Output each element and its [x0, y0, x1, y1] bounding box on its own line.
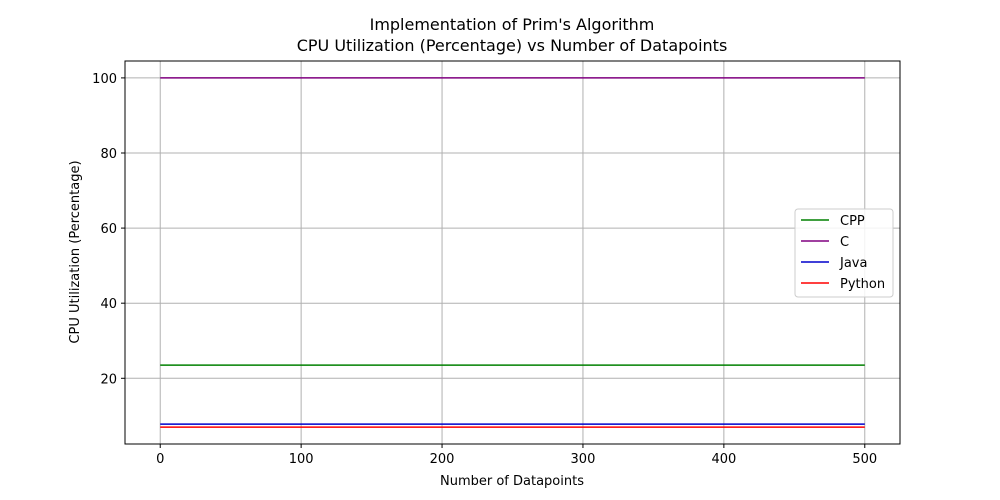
x-tick-label: 0: [156, 452, 164, 467]
legend-label: Python: [840, 277, 885, 292]
x-tick-label: 500: [852, 452, 877, 467]
y-tick-label: 100: [92, 72, 117, 87]
x-tick-label: 200: [430, 452, 455, 467]
legend-label: C: [840, 235, 849, 250]
legend-label: CPP: [840, 214, 865, 229]
legend-box: [794, 208, 894, 298]
y-tick-label: 80: [100, 147, 117, 162]
legend-label: Java: [839, 256, 867, 271]
y-tick-label: 20: [100, 372, 117, 387]
plot-frame: [124, 60, 901, 445]
x-tick-label: 300: [571, 452, 596, 467]
series-lines: [160, 77, 865, 428]
x-axis: 0 100 200 300 400 500: [156, 444, 877, 467]
chart-title: Implementation of Prim's Algorithm: [370, 15, 655, 34]
y-tick-label: 60: [100, 222, 117, 237]
y-axis-label: CPU Utilization (Percentage): [68, 160, 83, 343]
x-tick-label: 100: [289, 452, 314, 467]
chart-subtitle: CPU Utilization (Percentage) vs Number o…: [297, 36, 728, 55]
y-axis: 20 40 60 80 100: [92, 72, 125, 387]
x-axis-label: Number of Datapoints: [440, 474, 584, 489]
grid: [125, 61, 900, 444]
x-tick-label: 400: [711, 452, 736, 467]
y-tick-label: 40: [100, 297, 117, 312]
